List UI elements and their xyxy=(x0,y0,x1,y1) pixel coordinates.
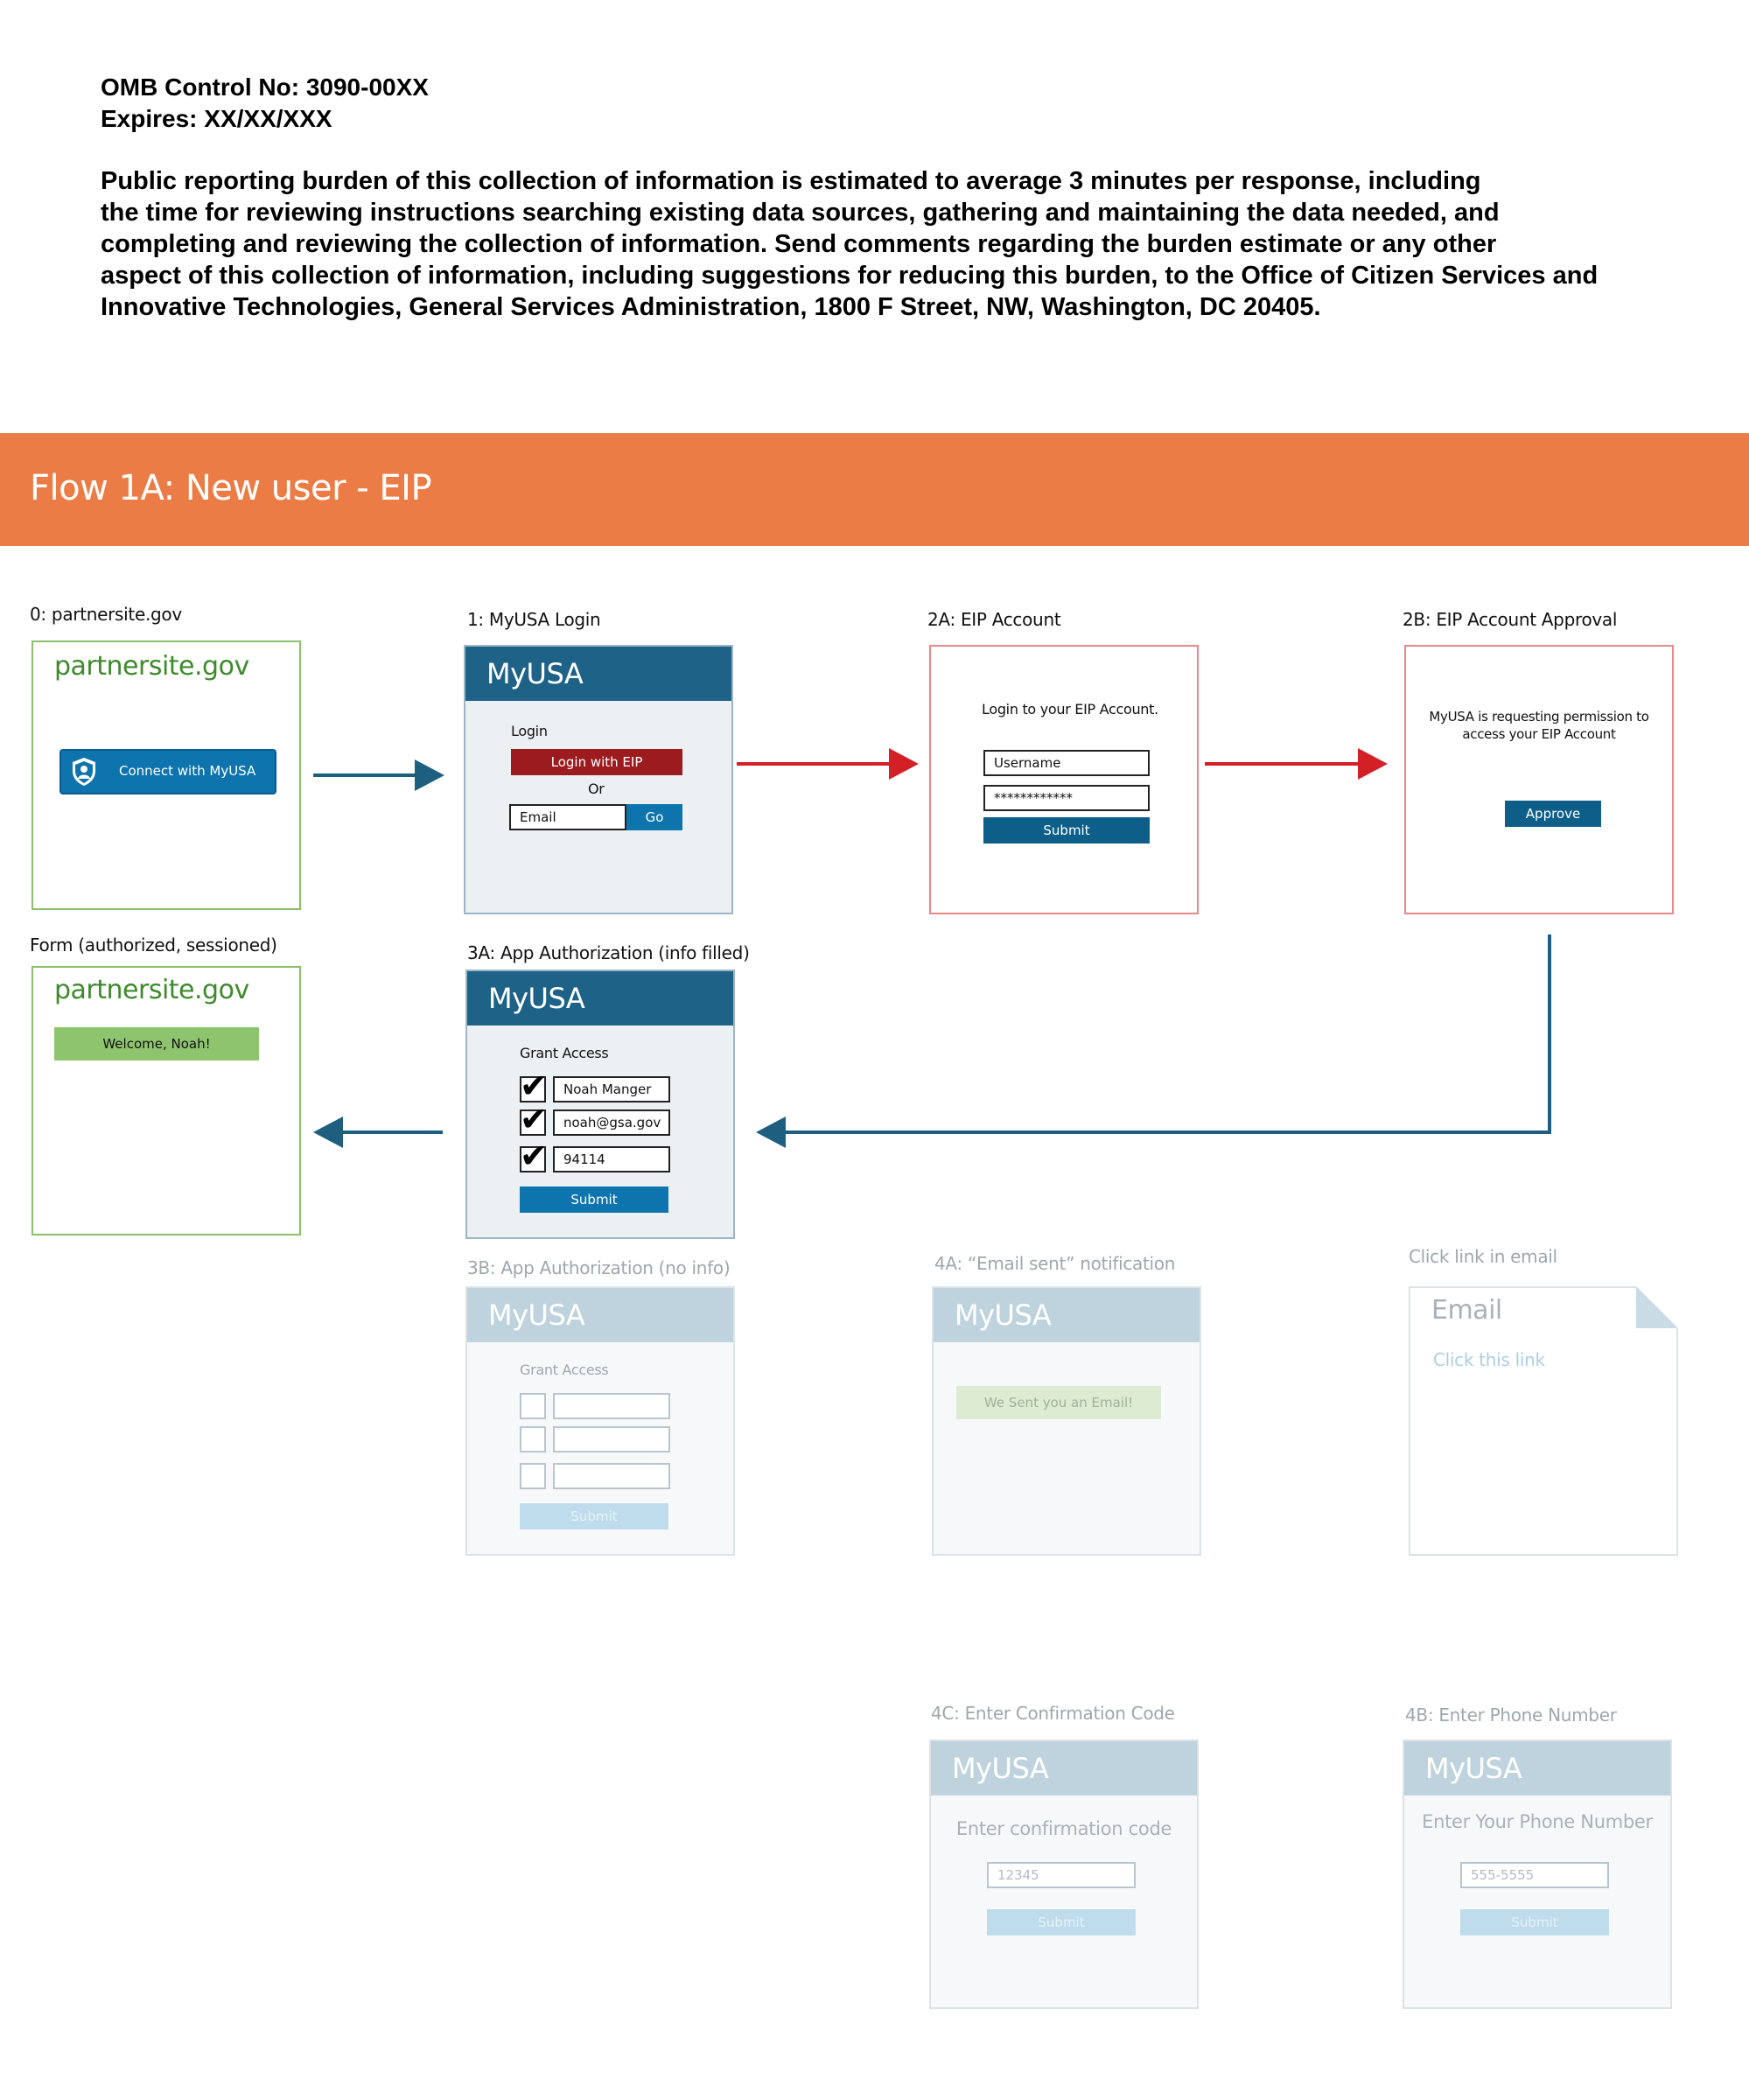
burden-statement: Public reporting burden of this collecti… xyxy=(101,165,1676,323)
omb-control-number: OMB Control No: 3090-00XX xyxy=(101,74,429,101)
burden-line: Innovative Technologies, General Service… xyxy=(101,293,1321,321)
phone-submit-button[interactable]: Submit xyxy=(1460,1909,1609,1936)
empty-field[interactable] xyxy=(553,1393,670,1419)
document-icon xyxy=(1409,1286,1678,1556)
myusa-logo-text: MyUSA xyxy=(952,1752,1049,1785)
username-input[interactable]: Username xyxy=(983,750,1150,776)
burden-line: the time for reviewing instructions sear… xyxy=(101,199,1500,227)
checkbox-email[interactable]: ✔ xyxy=(520,1102,548,1136)
shield-icon xyxy=(70,756,98,788)
welcome-banner: Welcome, Noah! xyxy=(54,1027,259,1060)
checkbox-empty[interactable] xyxy=(520,1393,546,1419)
connect-myusa-button[interactable]: Connect with MyUSA xyxy=(59,749,276,794)
password-input[interactable]: ************ xyxy=(983,785,1150,811)
phone-number-screen: MyUSA Enter Your Phone Number 555-5555 S… xyxy=(1403,1740,1672,2009)
login-screen: MyUSA Login Login with EIP Or Email Go xyxy=(464,645,733,914)
checkbox-empty[interactable] xyxy=(520,1463,546,1489)
email-input[interactable]: Email xyxy=(509,804,626,830)
arrow-partner-to-login xyxy=(313,760,444,791)
myusa-logo-text: MyUSA xyxy=(488,982,585,1015)
email-sent-screen: MyUSA We Sent you an Email! xyxy=(932,1286,1201,1556)
screen-caption: Click link in email xyxy=(1409,1246,1557,1267)
arrow-approval-to-auth xyxy=(756,934,1551,1148)
arrow-login-to-eip xyxy=(737,748,919,780)
myusa-logo-text: MyUSA xyxy=(486,657,584,690)
confirmation-prompt: Enter confirmation code xyxy=(955,1818,1172,1839)
empty-field[interactable] xyxy=(553,1463,670,1489)
email-sent-notice: We Sent you an Email! xyxy=(956,1386,1161,1419)
screen-caption: 4B: Enter Phone Number xyxy=(1405,1704,1617,1726)
email-field[interactable]: noah@gsa.gov xyxy=(553,1110,670,1136)
email-link[interactable]: Click this link xyxy=(1433,1349,1545,1370)
myusa-header: MyUSA xyxy=(465,647,731,701)
eip-account-screen: Login to your EIP Account. Username ****… xyxy=(929,645,1199,914)
or-label: Or xyxy=(588,780,605,797)
name-field[interactable]: Noah Manger xyxy=(553,1076,670,1102)
eip-approval-screen: MyUSA is requesting permission to access… xyxy=(1404,645,1674,914)
myusa-header: MyUSA xyxy=(934,1288,1200,1342)
auth-submit-button[interactable]: Submit xyxy=(520,1503,668,1530)
phone-number-input[interactable]: 555-5555 xyxy=(1460,1862,1609,1888)
app-auth-filled-screen: MyUSA Grant Access ✔ Noah Manger ✔ noah@… xyxy=(465,970,735,1239)
arrow-eip-to-approval xyxy=(1205,748,1388,780)
approve-button[interactable]: Approve xyxy=(1505,801,1601,827)
myusa-logo-text: MyUSA xyxy=(955,1298,1052,1332)
login-label: Login xyxy=(511,723,548,739)
myusa-logo-text: MyUSA xyxy=(1425,1752,1522,1785)
form-screen: partnersite.gov Welcome, Noah! xyxy=(31,966,301,1236)
omb-expiration: Expires: XX/XX/XXX xyxy=(101,105,332,132)
site-title: partnersite.gov xyxy=(54,651,249,682)
eip-submit-button[interactable]: Submit xyxy=(983,817,1150,844)
eip-login-prompt: Login to your EIP Account. xyxy=(982,701,1158,718)
empty-field[interactable] xyxy=(553,1426,670,1452)
app-auth-empty-screen: MyUSA Grant Access Submit xyxy=(465,1286,735,1556)
checkmark-icon: ✔ xyxy=(520,1067,548,1105)
go-button[interactable]: Go xyxy=(626,804,682,830)
myusa-header: MyUSA xyxy=(1404,1741,1670,1796)
checkbox-name[interactable]: ✔ xyxy=(520,1069,548,1102)
login-with-eip-button[interactable]: Login with EIP xyxy=(511,749,682,775)
approval-message: MyUSA is requesting permission to xyxy=(1429,709,1649,724)
checkmark-icon: ✔ xyxy=(520,1137,548,1175)
burden-line: aspect of this collection of information… xyxy=(101,262,1599,290)
burden-line: Public reporting burden of this collecti… xyxy=(101,167,1481,195)
site-title: partnersite.gov xyxy=(54,975,249,1005)
screen-caption: 2A: EIP Account xyxy=(927,609,1061,630)
zip-field[interactable]: 94114 xyxy=(553,1146,670,1172)
auth-submit-button[interactable]: Submit xyxy=(520,1186,668,1213)
confirmation-code-screen: MyUSA Enter confirmation code 12345 Subm… xyxy=(929,1740,1199,2009)
screen-caption: 4A: “Email sent” notification xyxy=(934,1253,1176,1274)
screen-caption: 1: MyUSA Login xyxy=(467,609,601,630)
email-title: Email xyxy=(1431,1295,1502,1326)
flow-banner: Flow 1A: New user - EIP xyxy=(0,433,1749,546)
approval-message: access your EIP Account xyxy=(1462,726,1616,742)
confirmation-code-input[interactable]: 12345 xyxy=(987,1862,1136,1888)
email-document: Email Click this link xyxy=(1409,1286,1678,1556)
burden-line: completing and reviewing the collection … xyxy=(101,230,1497,258)
grant-access-label: Grant Access xyxy=(520,1362,609,1378)
myusa-logo-text: MyUSA xyxy=(488,1298,585,1332)
confirmation-submit-button[interactable]: Submit xyxy=(987,1909,1136,1936)
myusa-header: MyUSA xyxy=(931,1741,1197,1796)
screen-caption: 3B: App Authorization (no info) xyxy=(467,1257,731,1278)
checkbox-zip[interactable]: ✔ xyxy=(520,1139,548,1172)
partnersite-screen: partnersite.gov Connect with MyUSA xyxy=(31,640,301,910)
arrow-auth-to-form xyxy=(313,1116,443,1148)
phone-prompt: Enter Your Phone Number xyxy=(1422,1811,1653,1832)
screen-caption: 0: partnersite.gov xyxy=(30,604,182,625)
screen-caption: 2B: EIP Account Approval xyxy=(1403,609,1618,630)
myusa-header: MyUSA xyxy=(467,1288,733,1342)
checkbox-empty[interactable] xyxy=(520,1426,546,1452)
screen-caption: 4C: Enter Confirmation Code xyxy=(931,1703,1175,1724)
checkmark-icon: ✔ xyxy=(520,1100,548,1138)
screen-caption: Form (authorized, sessioned) xyxy=(30,934,277,956)
myusa-header: MyUSA xyxy=(467,971,733,1026)
grant-access-label: Grant Access xyxy=(520,1045,609,1061)
connect-button-label: Connect with MyUSA xyxy=(119,763,256,779)
screen-caption: 3A: App Authorization (info filled) xyxy=(467,942,750,963)
flow-title: Flow 1A: New user - EIP xyxy=(30,468,432,508)
